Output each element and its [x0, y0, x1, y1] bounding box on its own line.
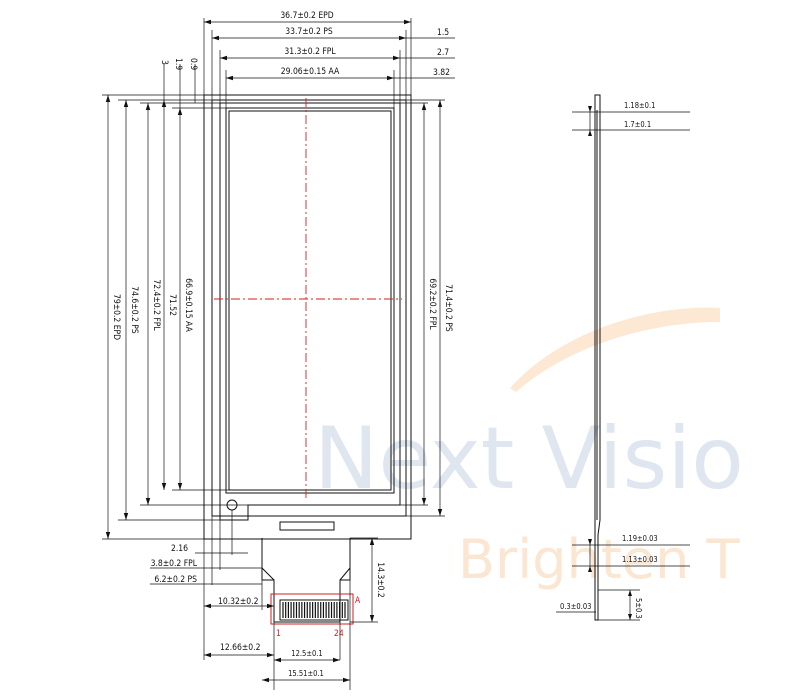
- offset-top-1-9: 1.9: [173, 58, 183, 70]
- connector-pins: [282, 602, 346, 618]
- pin-pad-area: [279, 599, 349, 621]
- epd-outline: [203, 94, 412, 540]
- offset-top-0-9: 0.9: [188, 58, 198, 70]
- dim-ps-height: 74.6±0.2 PS: [129, 286, 139, 334]
- dim-71-52: 71.52: [167, 294, 177, 316]
- side-view: [594, 94, 601, 621]
- offset-1-5: 1.5: [437, 28, 449, 38]
- offset-2-7: 2.7: [437, 48, 449, 58]
- watermark-line2: Brighten T: [458, 528, 741, 591]
- dim-aa-height: 66.9±0.15 AA: [183, 278, 193, 332]
- dim-15-51: 15.51±0.1: [288, 669, 324, 678]
- dim-fpl-height: 72.4±0.2 FPL: [151, 279, 161, 331]
- dim-2-16: 2.16: [171, 544, 188, 554]
- detail-a-box: [270, 593, 354, 625]
- dim-epd-width: 36.7±0.2 EPD: [280, 11, 333, 21]
- dim-12-5: 12.5±0.1: [291, 649, 322, 658]
- dim-fpl-width: 31.3±0.2 FPL: [284, 47, 336, 57]
- dim-fpl-height-right: 69.2±0.2 FPL: [427, 278, 437, 330]
- side-view-arrowheads: [588, 106, 632, 620]
- watermark-line1: Next Visio: [314, 409, 744, 509]
- dim-5: 5±0.3: [634, 598, 643, 619]
- active-area: [225, 107, 395, 494]
- watermark-swoosh: [510, 307, 720, 392]
- side-outline: [594, 94, 601, 621]
- dim-ps-offset: 6.2±0.2 PS: [154, 575, 197, 585]
- offset-3-82: 3.82: [433, 68, 450, 78]
- dim-fpc-length: 14.3±0.2: [375, 562, 385, 598]
- side-view-dims: [556, 107, 690, 621]
- arrowheads: [105, 19, 443, 683]
- dim-1-18: 1.18±0.1: [624, 101, 655, 110]
- watermark: Next Visio Brighten T: [314, 307, 744, 591]
- pin-first-label: 1: [276, 629, 281, 639]
- dim-epd-height: 79±0.2 EPD: [111, 294, 121, 340]
- dim-aa-width: 29.06±0.15 AA: [281, 67, 340, 77]
- side-view-labels: 1.18±0.1 1.7±0.1 1.19±0.03 1.13±0.03 0.3…: [560, 101, 658, 619]
- dim-fpl-offset: 3.8±0.2 FPL: [151, 559, 198, 569]
- offset-top-3: 3: [159, 60, 169, 65]
- front-view-labels: 36.7±0.2 EPD 33.7±0.2 PS 31.3±0.2 FPL 29…: [111, 11, 453, 678]
- dim-0-3: 0.3±0.03: [560, 602, 591, 611]
- dim-10-32: 10.32±0.2: [218, 597, 259, 607]
- connector-strip: [279, 521, 335, 531]
- dim-12-66: 12.66±0.2: [220, 643, 261, 653]
- fpc-tail: [261, 538, 351, 623]
- dim-ps-width: 33.7±0.2 PS: [285, 27, 333, 37]
- connector-label-a: A: [355, 596, 361, 606]
- pin-last-label: 24: [334, 629, 344, 639]
- dim-ps-height-right: 71.4±0.2 PS: [443, 284, 453, 332]
- detail-a: [270, 593, 354, 625]
- dim-1-7: 1.7±0.1: [624, 120, 651, 129]
- centerlines: [214, 98, 402, 498]
- dimension-lines: [102, 18, 455, 690]
- dim-1-19: 1.19±0.03: [622, 534, 658, 543]
- active-area-inner: [228, 110, 392, 491]
- ps-outline: [211, 99, 407, 517]
- fpc-taper: [261, 567, 351, 581]
- front-view: [203, 94, 412, 623]
- dim-1-13: 1.13±0.03: [622, 555, 658, 564]
